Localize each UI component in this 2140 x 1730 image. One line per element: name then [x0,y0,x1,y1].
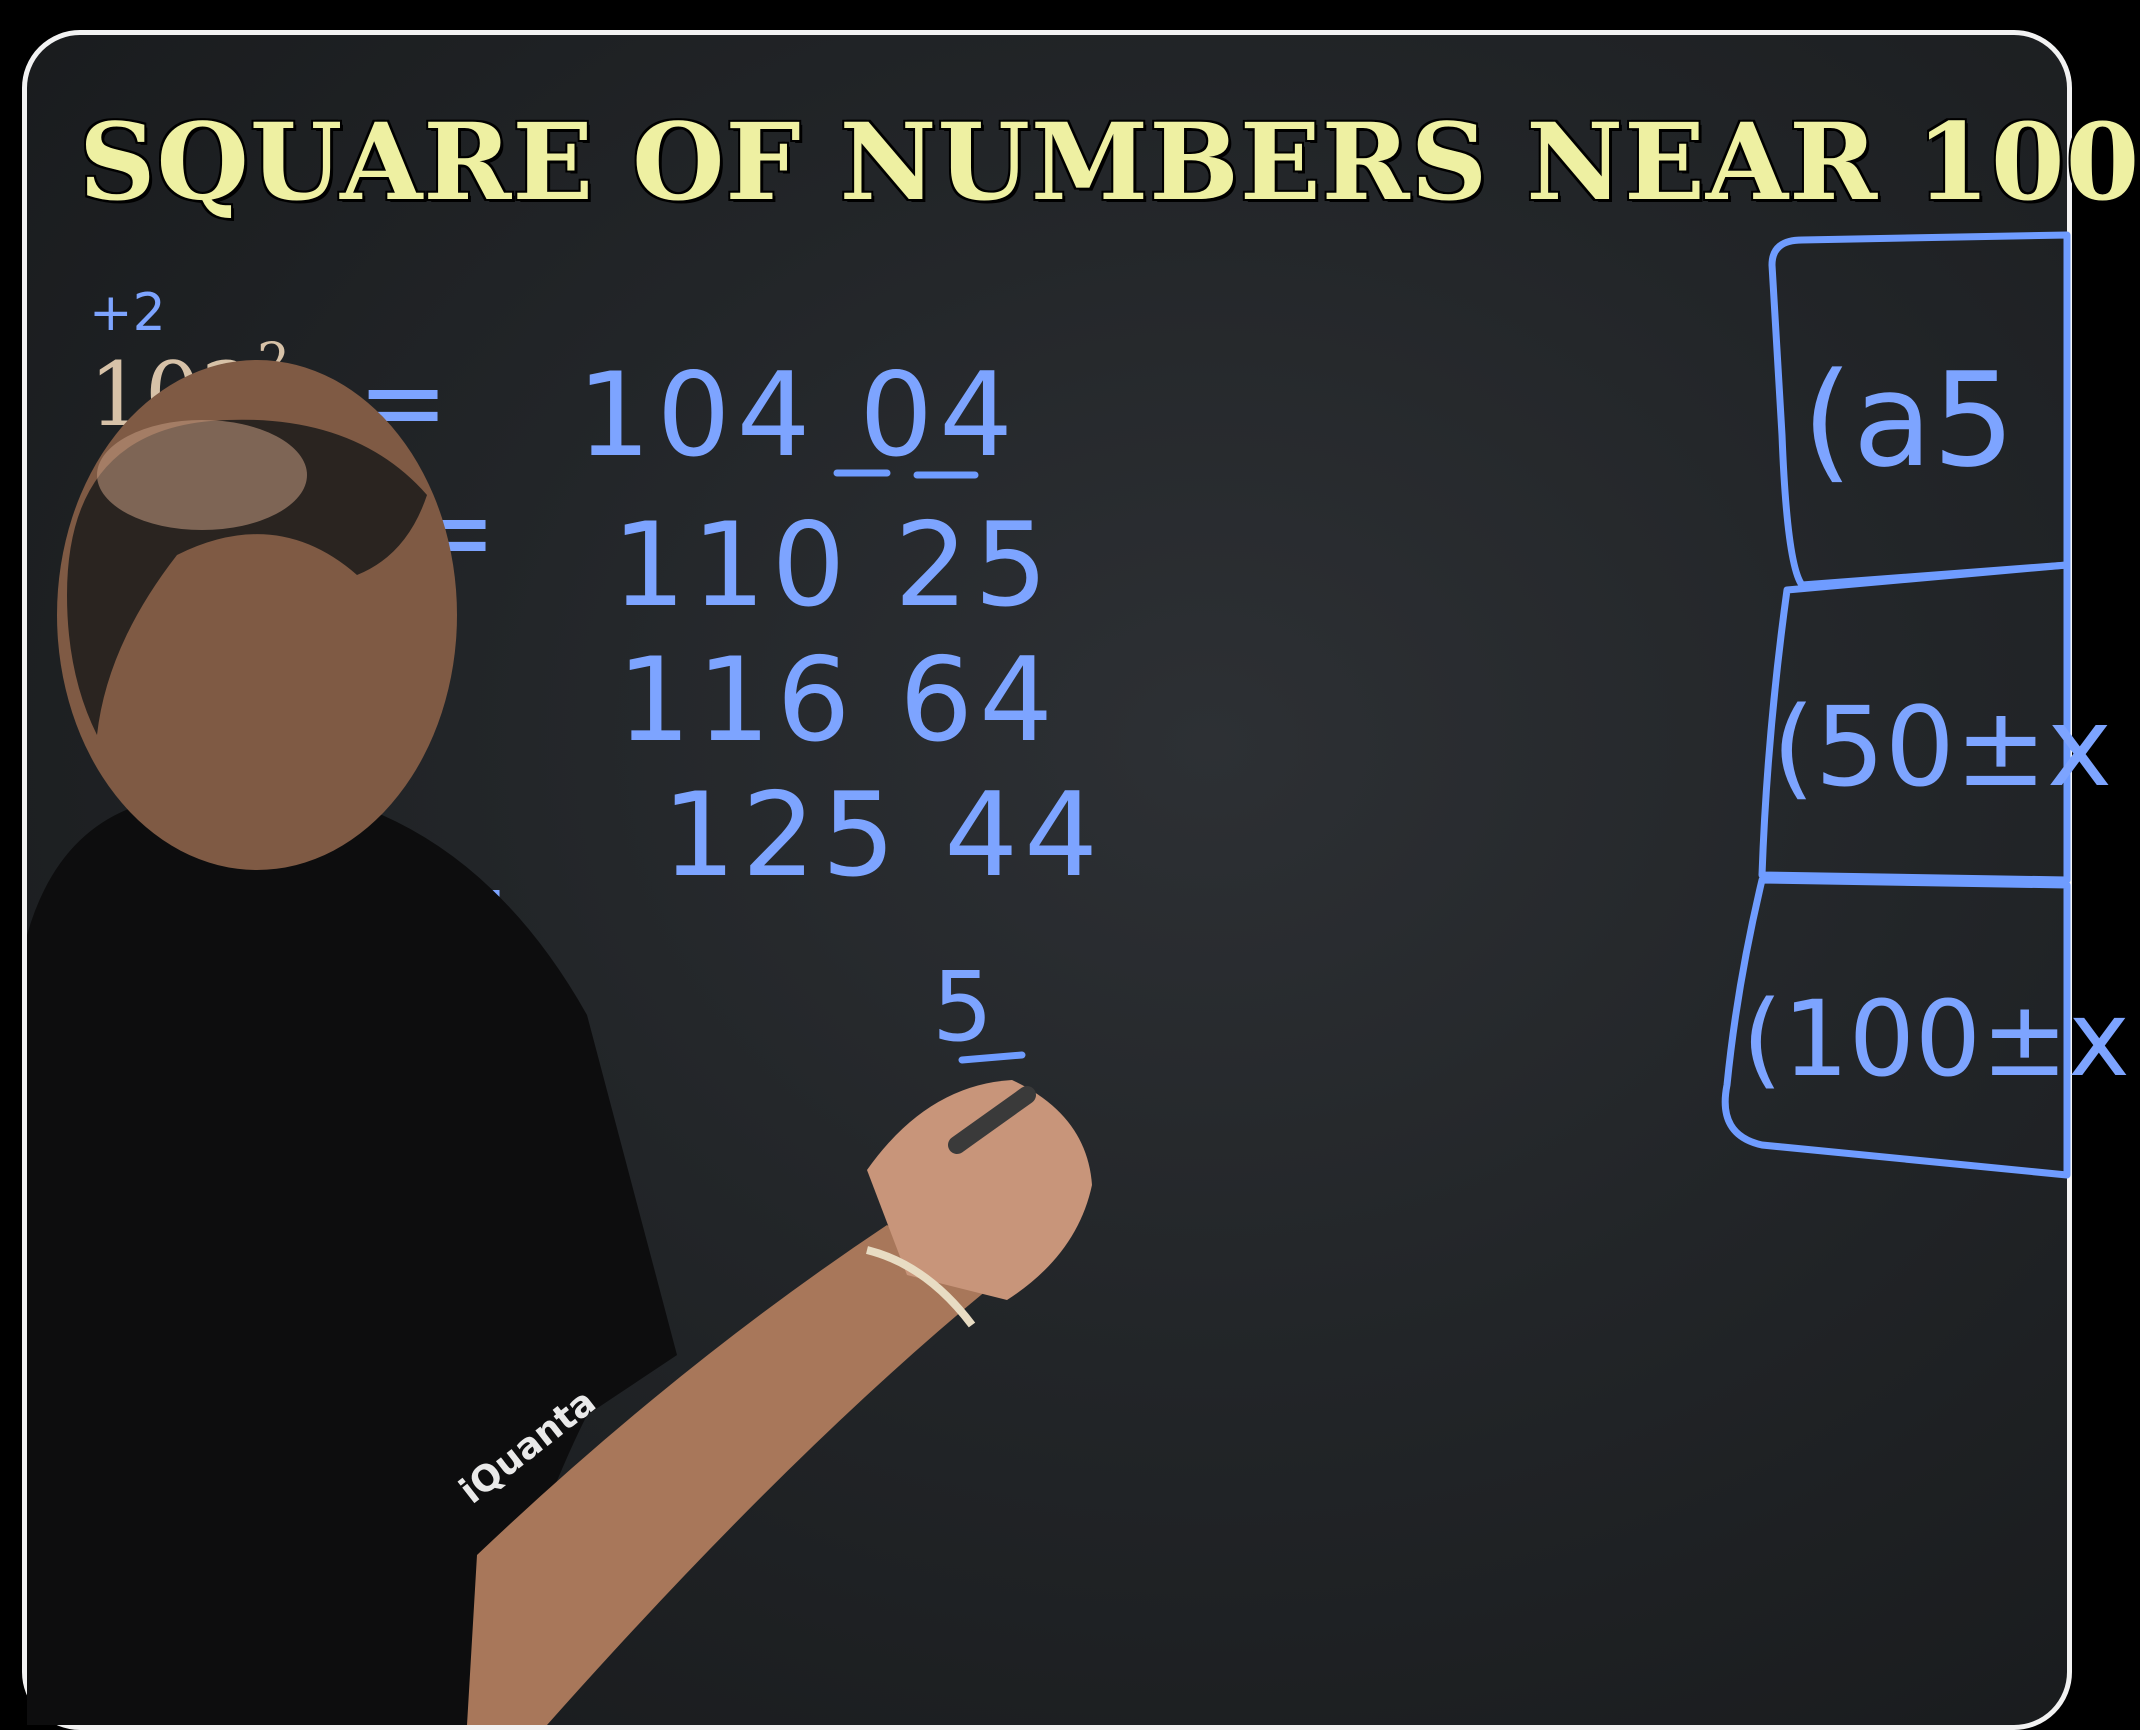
result-row-partial: 5 [932,951,993,1063]
result-row: 104 04 [577,348,1019,483]
formula-box [1758,561,2071,884]
marker-pen [948,1086,1036,1154]
underline-mark [958,1051,1026,1064]
formula-text: (100±x [1742,978,2130,1100]
underline-mark [833,469,979,479]
video-frame: +2 102 2 = = = 104 04 110 25 116 64 125 … [22,30,2139,1730]
presenter-arm [467,1225,987,1725]
plus-two-annotation: +2 [89,283,166,343]
presenter-scalp-highlight [97,420,307,530]
formula-box [1768,231,2071,589]
result-row: 110 25 [612,498,1054,633]
presenter-hand [867,1080,1092,1300]
result-row: 116 64 [617,633,1059,768]
formula-box [1721,876,2071,1179]
presenter-shirt [27,795,677,1725]
video-title: SQUARE OF NUMBERS NEAR 100 [79,99,2140,224]
presenter: iQuanta [27,360,1092,1725]
formula-text: (a5 [1802,344,2015,496]
bracelet [866,1246,976,1328]
result-row: 125 44 [662,768,1104,903]
chalkboard-scene: +2 102 2 = = = 104 04 110 25 116 64 125 … [27,231,2130,1725]
formula-text: (50±x [1772,683,2112,811]
